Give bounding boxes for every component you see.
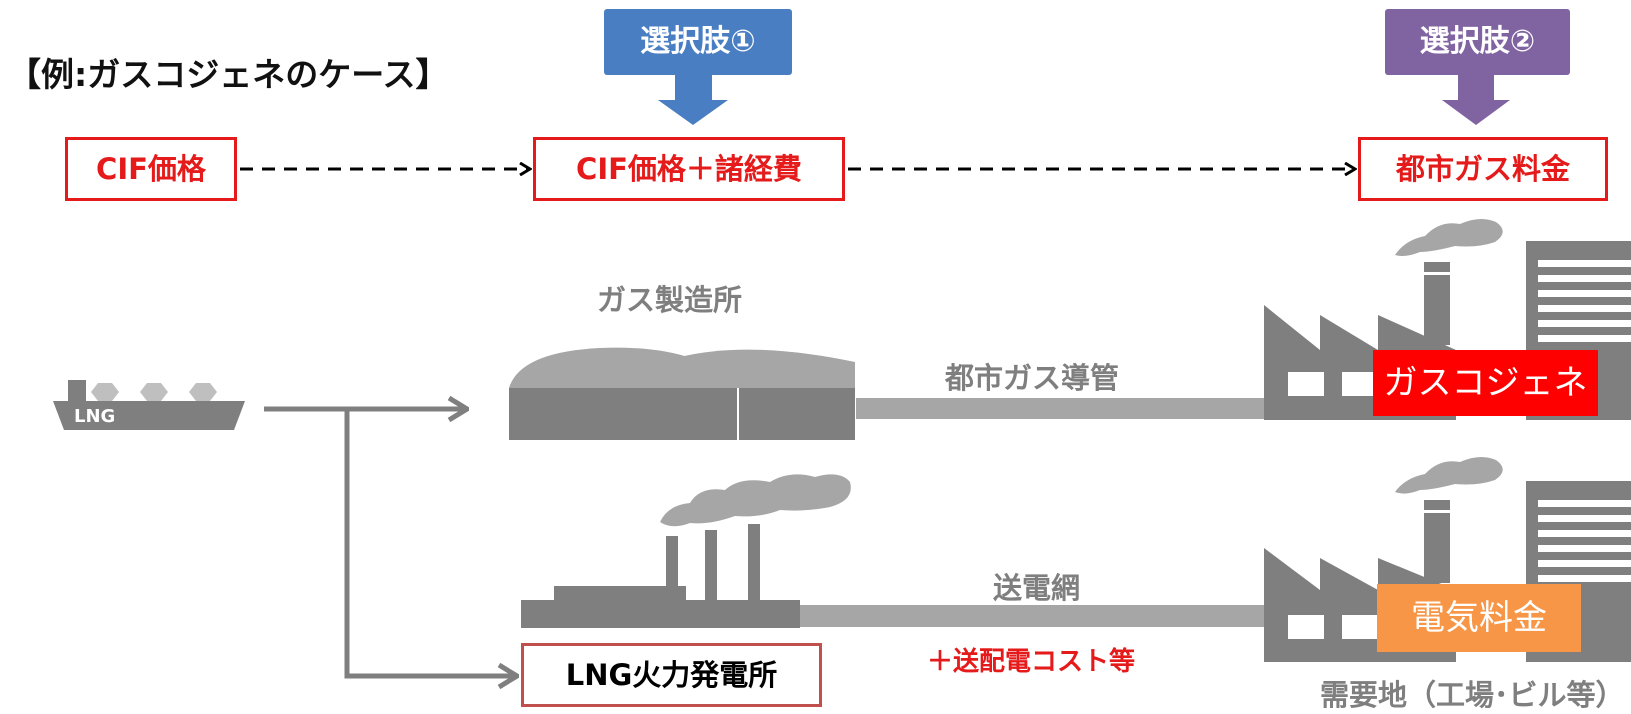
gas-pipeline-bar [856, 398, 1264, 419]
grid-label: 送電網 [993, 571, 1081, 605]
gas-plant-icon [509, 347, 855, 440]
grid-bar [800, 605, 1265, 627]
option-1-label: 選択肢① [604, 9, 792, 75]
option1-down-arrow [658, 75, 728, 125]
lng-ship-label: LNG [74, 406, 116, 427]
lng-ship-icon [53, 380, 245, 430]
lng-power-plant-box: LNG火力発電所 [521, 643, 822, 707]
demand-site-label: 需要地（工場･ビル等） [1320, 678, 1625, 712]
city-gas-fee-box: 都市ガス料金 [1358, 137, 1608, 201]
electricity-fee-label: 電気料金 [1377, 584, 1581, 652]
gas-plant-label: ガス製造所 [597, 283, 743, 317]
lng-to-power-plant-arrow [344, 409, 517, 676]
power-plant-icon [521, 474, 851, 628]
grid-cost-label: ＋送配電コスト等 [927, 647, 1136, 677]
example-title: 【例:ガスコジェネのケース】 [8, 55, 449, 94]
option-2-label: 選択肢② [1385, 9, 1570, 75]
cif-price-box: CIF価格 [65, 137, 237, 201]
option2-down-arrow [1442, 75, 1510, 125]
gas-cogen-label: ガスコジェネ [1373, 350, 1598, 416]
cif-plus-costs-box: CIF価格＋諸経費 [533, 137, 845, 201]
gas-pipeline-label: 都市ガス導管 [945, 361, 1120, 395]
